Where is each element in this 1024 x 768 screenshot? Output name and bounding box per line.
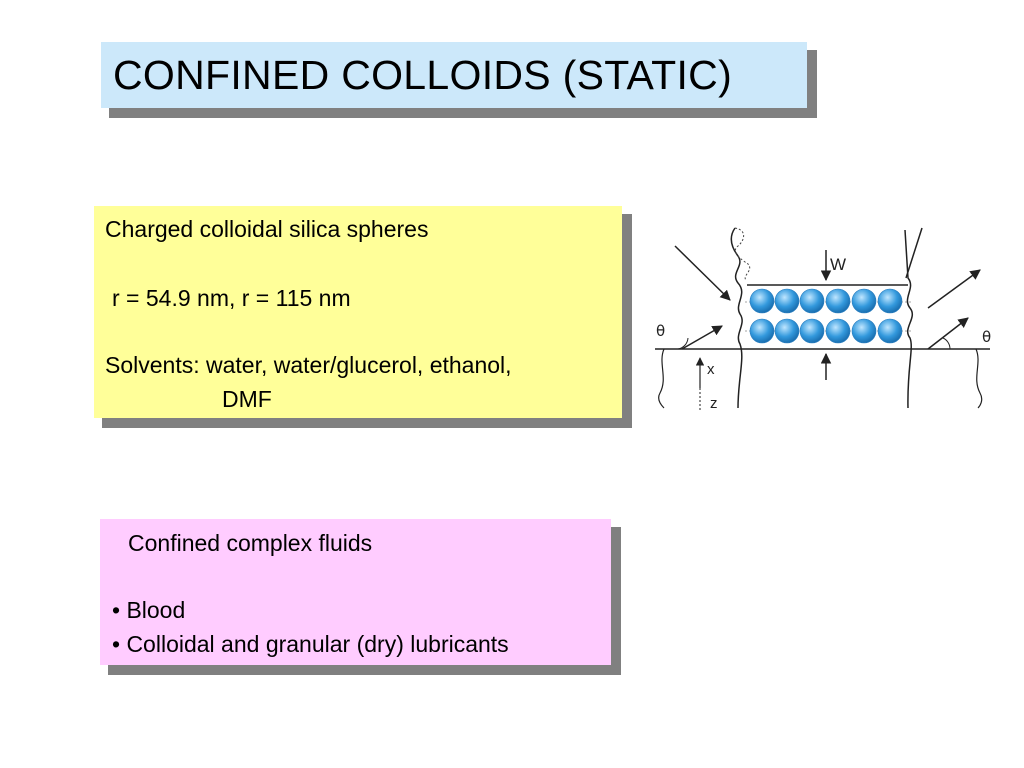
label-x: x	[707, 361, 715, 378]
reflected-beam-right	[927, 317, 969, 350]
fluids-item-blood: • Blood	[112, 597, 186, 623]
fluids-info-box: Confined complex fluids • Blood • Colloi…	[100, 519, 611, 665]
label-z: z	[710, 395, 718, 412]
label-w: W	[830, 255, 846, 274]
title-box: CONFINED COLLOIDS (STATIC)	[101, 42, 807, 108]
incident-beam-arrow	[674, 245, 731, 301]
colloid-solvents-line2: DMF	[222, 386, 272, 412]
theta-arc-left	[677, 337, 689, 350]
substrate-edge-left	[658, 348, 665, 409]
colloid-heading: Charged colloidal silica spheres	[105, 216, 429, 242]
right-field-curve	[904, 229, 913, 409]
sphere-row-bottom	[749, 318, 903, 344]
colloid-info-box: Charged colloidal silica spheres r = 54.…	[94, 206, 622, 418]
substrate-edge-right	[975, 348, 983, 409]
right-outer-line	[905, 227, 923, 279]
label-theta-right: θ	[982, 328, 991, 346]
colloid-radii: r = 54.9 nm, r = 115 nm	[112, 285, 351, 311]
fluids-item-lubricants: • Colloidal and granular (dry) lubricant…	[112, 631, 509, 657]
slide-title: CONFINED COLLOIDS (STATIC)	[113, 52, 733, 98]
sphere-row-top	[749, 288, 903, 314]
left-field-curve	[730, 227, 743, 409]
reflected-beam-left	[681, 325, 723, 350]
theta-arc-right	[942, 337, 951, 350]
scattered-beam-arrow	[927, 269, 981, 309]
colloid-solvents-line1: Solvents: water, water/glucerol, ethanol…	[105, 352, 512, 378]
incident-wave	[734, 227, 751, 281]
scattering-diagram: W θ θ x z	[655, 227, 991, 412]
fluids-heading: Confined complex fluids	[128, 530, 373, 556]
label-theta-left: θ	[656, 322, 665, 340]
